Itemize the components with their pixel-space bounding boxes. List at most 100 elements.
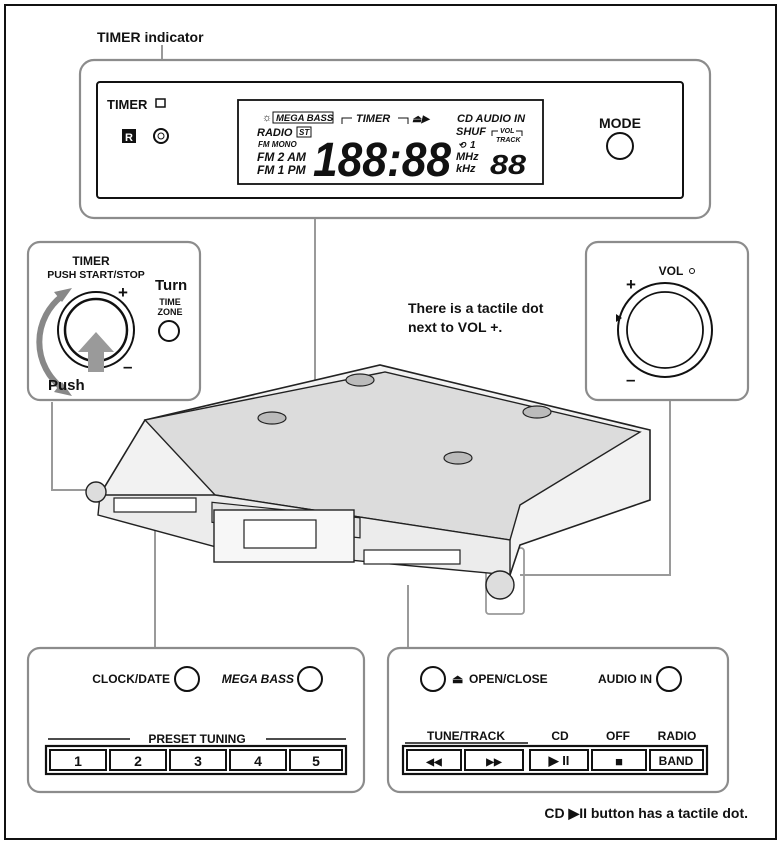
lcd-cd-icon: ⏏▶: [412, 114, 430, 125]
device-left-buttons: [113, 497, 197, 513]
off-label: OFF: [606, 729, 630, 743]
vol-label: VOL: [659, 264, 684, 278]
clock-date-button[interactable]: [174, 666, 200, 692]
lcd-track-digits: 88: [490, 149, 526, 180]
preset-button-1[interactable]: [49, 749, 107, 771]
lcd-repeat-icon: ⟲: [458, 140, 467, 150]
prev-icon: ◀◀: [425, 757, 442, 768]
vol-knob-inner: [626, 291, 704, 369]
lcd-screen: [237, 99, 544, 185]
cd-label: CD: [551, 729, 569, 743]
turn-label: Turn: [155, 277, 187, 294]
turn-arrow-head-bottom: [54, 382, 72, 396]
device-vol-knob: [485, 570, 515, 600]
foot-3: [522, 405, 552, 419]
mega-bass-box: [272, 111, 334, 124]
device-timer-knob: [85, 481, 107, 503]
next-icon: ▶▶: [485, 757, 503, 768]
lcd-st: ST: [299, 128, 310, 137]
foot-2: [257, 411, 287, 425]
foot-1: [345, 373, 375, 387]
eject-icon: ⏏: [452, 672, 464, 686]
play-pause-icon: ▶ II: [548, 753, 570, 768]
off-button[interactable]: [591, 749, 647, 771]
remote-sensor-icon: [122, 129, 136, 143]
vol-note-line1: There is a tactile dot: [408, 300, 544, 316]
remote-sensor-lens: [157, 132, 165, 140]
timer-indicator-label: TIMER indicator: [97, 29, 204, 45]
timer-indicator-led: [155, 98, 166, 108]
device-right-buttons: [363, 549, 461, 565]
remote-sensor-letter: R: [125, 132, 133, 144]
preset-1-label: 1: [74, 753, 82, 769]
stop-icon: ■: [615, 754, 623, 769]
turn-arrow: [36, 293, 64, 391]
footer-note: CD ▶II button has a tactile dot.: [544, 805, 748, 821]
open-close-button[interactable]: [420, 666, 446, 692]
clock-date-label: CLOCK/DATE: [92, 672, 170, 686]
lcd-timer: TIMER: [356, 113, 390, 125]
timer-plus-sign: +: [118, 283, 128, 302]
lcd-st-box: [296, 126, 312, 138]
lcd-fm1-pm: FM 1 PM: [257, 163, 307, 177]
device-lcd: [243, 519, 317, 549]
turn-arrow-head-top: [54, 288, 72, 302]
device-illustration: [85, 364, 651, 600]
lcd-fm-mono: FM MONO: [258, 140, 297, 149]
mega-bass-label: MEGA BASS: [222, 672, 294, 686]
preset-button-5[interactable]: [289, 749, 343, 771]
radio-label: RADIO: [658, 729, 697, 743]
lcd-khz: kHz: [456, 163, 476, 175]
lcd-radio: RADIO: [257, 127, 293, 139]
preset-tuning-label: PRESET TUNING: [148, 732, 245, 746]
timer-knob-subtitle: PUSH START/STOP: [47, 269, 145, 281]
lcd-cd-audio-in: CD AUDIO IN: [457, 113, 526, 125]
lcd-timer-bracket-right: [398, 117, 409, 124]
lcd-timer-bracket-left: [341, 117, 352, 124]
preset-2-label: 2: [134, 753, 142, 769]
tactile-dot-icon: [689, 268, 695, 274]
prev-track-button[interactable]: [406, 749, 462, 771]
vol-minus-sign: –: [626, 370, 635, 389]
vol-plus-sign: +: [626, 275, 636, 294]
timer-indicator-text: TIMER: [107, 97, 148, 112]
lcd-vol-bracket-right: [516, 130, 523, 136]
timer-knob-title: TIMER: [72, 254, 110, 268]
lcd-fm2-am: FM 2 AM: [257, 150, 307, 164]
lcd-repeat-one: 1: [470, 140, 476, 151]
tune-track-label: TUNE/TRACK: [427, 729, 505, 743]
lcd-track: TRACK: [496, 137, 521, 144]
open-close-label: OPEN/CLOSE: [469, 672, 548, 686]
mode-label: MODE: [599, 115, 641, 131]
lcd-vol: VOL: [500, 128, 514, 135]
mode-button[interactable]: [606, 132, 634, 160]
sun-icon: ☼: [262, 112, 272, 124]
time-zone-button[interactable]: [158, 320, 180, 342]
mega-bass-button[interactable]: [297, 666, 323, 692]
audio-in-button[interactable]: [656, 666, 682, 692]
lcd-vol-bracket: [491, 130, 498, 136]
preset-button-2[interactable]: [109, 749, 167, 771]
lcd-clock-digits: 188:88: [313, 134, 451, 187]
preset-buttons: 1 2 3 4 5: [44, 744, 348, 776]
next-track-button[interactable]: [464, 749, 524, 771]
preset-5-label: 5: [312, 753, 320, 769]
preset-button-4[interactable]: [229, 749, 287, 771]
preset-button-3[interactable]: [169, 749, 227, 771]
time-zone-label-2: ZONE: [157, 307, 182, 317]
cd-play-pause-button[interactable]: [529, 749, 589, 771]
radio-band-button[interactable]: [649, 749, 704, 771]
vol-note-line2: next to VOL +.: [408, 319, 502, 335]
lcd-mhz: MHz: [456, 151, 479, 163]
time-zone-label-1: TIME: [159, 297, 181, 307]
vol-knob-marker: [616, 314, 622, 322]
band-label: BAND: [659, 754, 694, 768]
preset-4-label: 4: [254, 753, 262, 769]
lcd-shuf: SHUF: [456, 126, 486, 138]
timer-minus-sign: –: [123, 357, 132, 376]
preset-3-label: 3: [194, 753, 202, 769]
push-arrow: [78, 332, 114, 372]
audio-in-label: AUDIO IN: [598, 672, 652, 686]
foot-4: [443, 451, 473, 465]
